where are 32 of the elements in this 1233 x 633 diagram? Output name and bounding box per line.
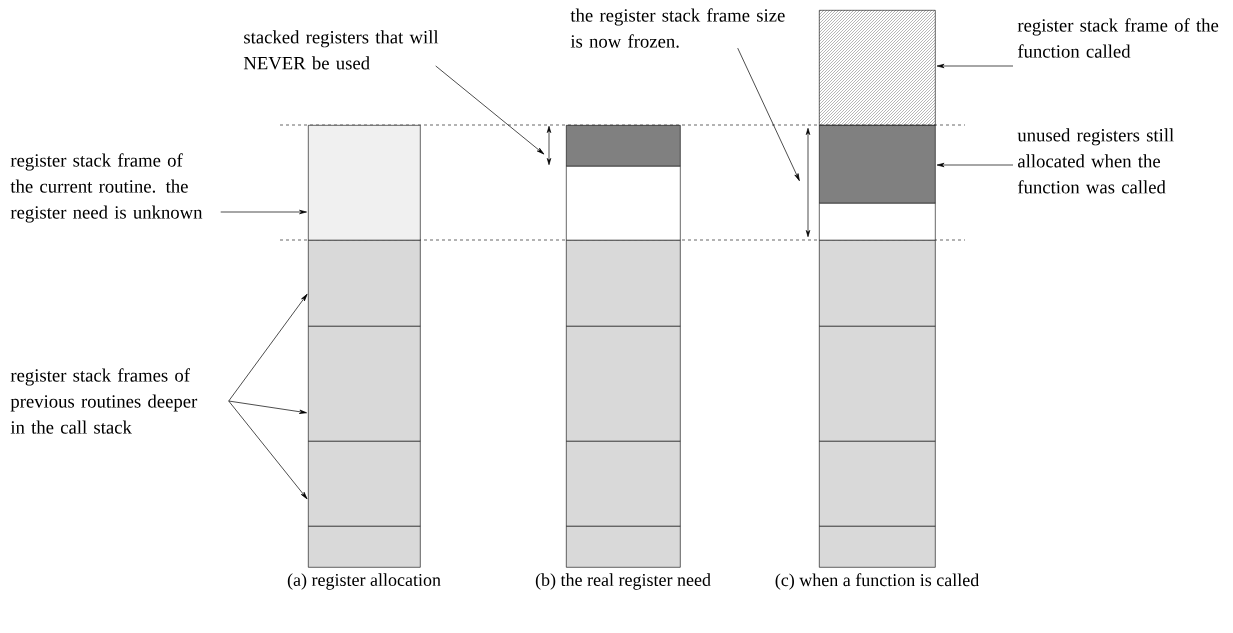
stack-frame-block (308, 240, 421, 327)
leader-line (435, 65, 545, 155)
stack-frame-block (566, 166, 681, 241)
annotation-text: register stack frame of the current routine. the register need is unknown (10, 153, 203, 223)
annotation-text: stacked registers that will NEVER be used (243, 30, 439, 70)
stack-frame-block (566, 526, 681, 568)
stack-frame-block (819, 10, 936, 126)
annotation-text: the register stack frame size is now frozen. (570, 8, 785, 48)
stack-frame-block (819, 203, 936, 241)
caption: (a) register allocation (287, 573, 441, 590)
stack-frame-block (566, 125, 681, 167)
leader-line (228, 400, 308, 500)
leader-line (228, 293, 308, 402)
stack-frame-block (819, 526, 936, 568)
leader-line (228, 400, 307, 414)
leader-line (936, 162, 1014, 168)
annotation-text: unused registers still allocated when the function was called (1017, 128, 1174, 194)
caption: (b) the real register need (535, 573, 711, 590)
stack-frame-block (819, 326, 936, 442)
stack-frame-block (308, 125, 421, 241)
stack-frame-block (308, 526, 421, 568)
stack-frame-block (819, 125, 936, 204)
stack-frame-block (566, 240, 681, 327)
stack-frame-block (566, 326, 681, 442)
stack-frame-block (819, 240, 936, 327)
caption: (c) when a function is called (775, 573, 980, 590)
leader-line (220, 209, 307, 215)
annotation-text: register stack frame of the function called (1017, 18, 1219, 58)
stack-frame-block (308, 326, 421, 442)
leader-line (936, 63, 1014, 69)
leader-line (737, 47, 800, 182)
annotation-text: register stack frames of previous routines deeper in the call stack (10, 368, 198, 434)
